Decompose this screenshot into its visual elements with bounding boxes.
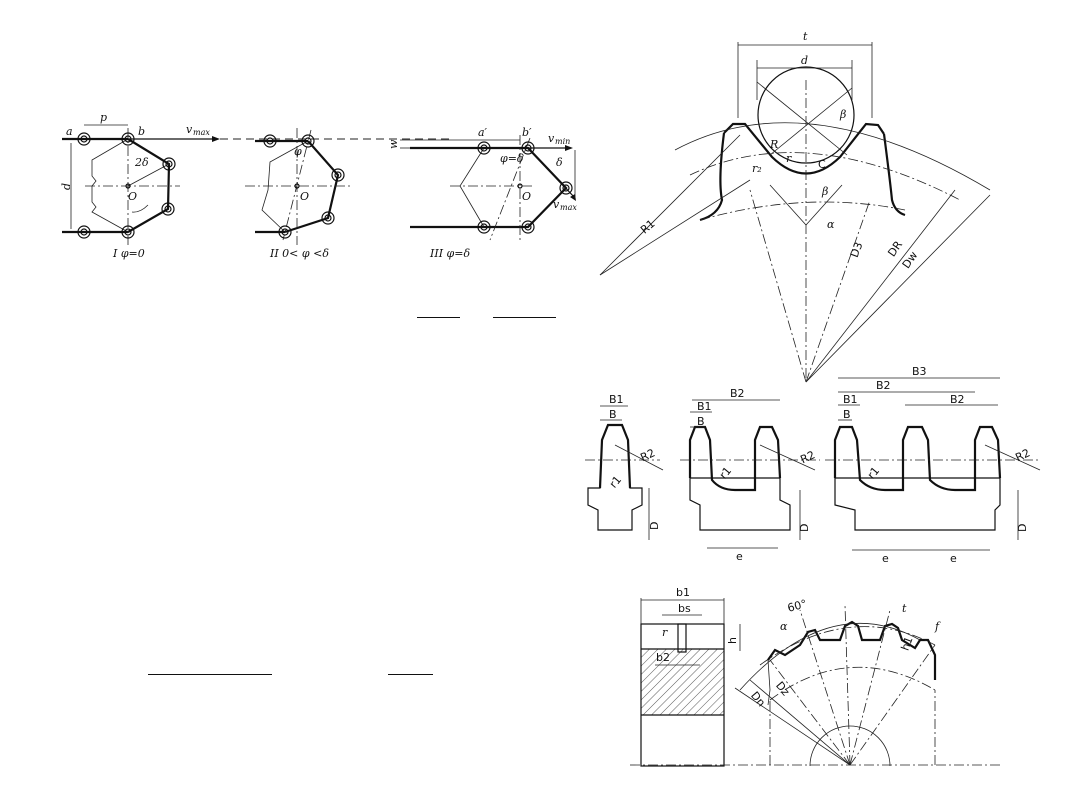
label-beta: β	[821, 185, 828, 198]
label-r2: r₂	[752, 162, 762, 175]
label-v-min-sub: min	[555, 137, 570, 146]
label-D-3: D	[1016, 524, 1029, 532]
sprocket-sections-figure: B1 B R2 r1 D B2 B1 B R2 r1 D e B3 B2 B2 …	[585, 365, 1041, 565]
label-2delta: 2δ	[134, 156, 149, 169]
chain-polygon-figure: p a b v max d 2δ O I φ=0	[60, 111, 577, 260]
label-t: t	[803, 30, 808, 43]
label-v-max: v	[186, 123, 193, 136]
label-r1-2: r1	[717, 464, 734, 481]
label-B2: B2	[730, 387, 745, 400]
label-D3: D3	[848, 240, 866, 259]
fraction-bar	[148, 674, 272, 675]
label-r: r	[786, 152, 792, 165]
label-v-max-sub: max	[193, 128, 210, 137]
label-b1: b1	[676, 586, 690, 599]
label-DR: DR	[885, 238, 905, 259]
label-Dw: Dw	[900, 249, 921, 271]
label-d: d	[801, 54, 808, 67]
label-D-2: D	[798, 524, 811, 532]
label-delta: δ	[556, 156, 563, 169]
caption-III: III φ=δ	[429, 247, 470, 260]
label-R2-3: R2	[1013, 446, 1032, 464]
label-O-II: O	[300, 190, 309, 203]
label-p: p	[100, 111, 107, 124]
label-B3: B3	[912, 365, 927, 378]
label-e: e	[736, 550, 743, 563]
tooth-profile-figure: t d R r C β β α r₂ R1 D3 DR Dw	[599, 30, 991, 383]
label-O-III: O	[522, 190, 531, 203]
toothed-wheel-figure: b1 bs r h b2 60° α t h1 f Dn Dz	[630, 586, 1000, 767]
label-a-prime: a′	[478, 126, 488, 139]
label-beta-top: β	[839, 108, 846, 121]
section-labels: B1 B R2 r1 D B2 B1 B R2 r1 D e B3 B2 B2 …	[607, 365, 1032, 565]
fraction-bar	[388, 674, 433, 675]
label-B1-2: B1	[697, 400, 712, 413]
label-e-3a: e	[882, 552, 889, 565]
label-C: C	[818, 158, 826, 171]
label-B1: B1	[609, 393, 624, 406]
label-bs: bs	[678, 602, 691, 615]
label-B-3: B	[843, 408, 851, 421]
label-b: b	[138, 125, 145, 138]
fraction-bar	[417, 317, 460, 318]
caption-I: I φ=0	[112, 247, 145, 260]
label-b2: b2	[656, 651, 670, 664]
label-60-degrees: 60°	[786, 597, 808, 615]
label-d: d	[60, 183, 73, 190]
label-f: f	[934, 620, 941, 633]
label-a: a	[66, 125, 73, 138]
label-h1: h1	[899, 635, 916, 653]
label-B-2: B	[697, 415, 705, 428]
label-v-max2: v	[553, 198, 560, 211]
label-h: h	[726, 637, 739, 644]
label-O: O	[128, 190, 137, 203]
label-phi-delta: φ=δ	[500, 152, 524, 165]
label-r1: r1	[607, 473, 624, 490]
label-B: B	[609, 408, 617, 421]
polygon-position-II: φ O II 0< φ <δ	[245, 128, 350, 260]
label-R: R	[769, 138, 778, 151]
caption-II: II 0< φ <δ	[269, 247, 329, 260]
label-b-prime: b′	[522, 126, 532, 139]
label-e-3b: e	[950, 552, 957, 565]
label-w: w	[387, 139, 400, 149]
label-Dn: Dn	[748, 689, 768, 709]
label-R2: R2	[638, 446, 657, 464]
label-alpha: α	[827, 218, 835, 231]
label-v-max2-sub: max	[560, 203, 577, 212]
label-B1-3: B1	[843, 393, 858, 406]
label-r1-3: r1	[865, 464, 882, 481]
label-alpha: α	[780, 620, 788, 633]
label-D: D	[648, 522, 661, 530]
label-phi: φ	[294, 145, 302, 158]
polygon-position-III: w a′ b′ v min v max φ=δ δ O III φ=δ	[387, 126, 577, 260]
label-B2-3b: B2	[950, 393, 965, 406]
polygon-position-I: p a b v max d 2δ O I φ=0	[60, 111, 220, 260]
label-v-min: v	[548, 132, 555, 145]
label-B2-3a: B2	[876, 379, 891, 392]
label-r: r	[662, 626, 668, 639]
fraction-bar	[493, 317, 556, 318]
label-t: t	[902, 602, 907, 615]
label-R2-2: R2	[798, 448, 817, 466]
